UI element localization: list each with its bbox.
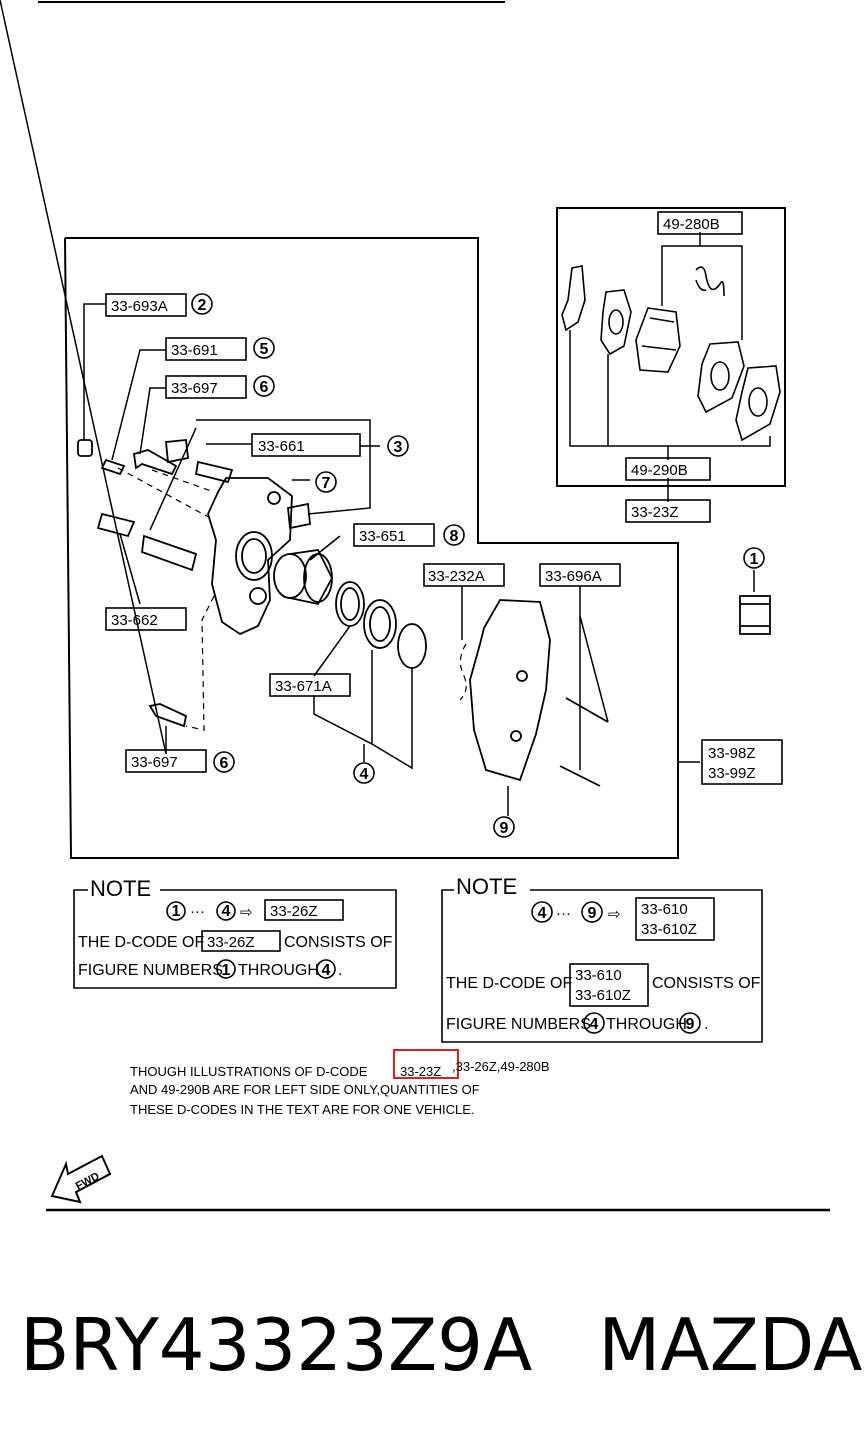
code-33-696a: 33-696A	[545, 568, 602, 585]
figure-number-6-upper: 6	[260, 379, 269, 396]
figure-number-7: 7	[322, 475, 331, 492]
footnote-line2: AND 49-290B ARE FOR LEFT SIDE ONLY,QUANT…	[130, 1082, 480, 1097]
brand-name: MAZDA	[598, 1303, 863, 1387]
pad-kit-leaders	[569, 232, 771, 502]
code-49-280b: 49-280B	[663, 216, 720, 233]
note-right-line2-mid: THROUGH	[606, 1016, 687, 1033]
code-33-697-upper: 33-697	[171, 380, 218, 397]
part-footer: BRY43323Z9A MAZDA	[20, 1300, 863, 1390]
figure-number-2: 2	[198, 297, 207, 314]
note-right-range-from: 4	[538, 905, 547, 922]
note-right-title: NOTE	[456, 874, 517, 899]
highlight-box	[393, 1049, 459, 1079]
figure-number-4: 4	[360, 766, 369, 783]
code-33-693a: 33-693A	[111, 298, 168, 315]
note-left-code: 33-26Z	[270, 903, 318, 920]
note-left-title: NOTE	[90, 876, 151, 901]
note-right-code-b: 33-610Z	[641, 921, 697, 938]
caliper-body-group	[77, 439, 771, 787]
code-33-662: 33-662	[111, 612, 158, 629]
note-left-line1-suffix: CONSISTS OF	[284, 934, 393, 951]
assembly-dashes	[117, 467, 467, 731]
note-right-line2-to: 9	[686, 1016, 695, 1033]
note-right-line1-code-b: 33-610Z	[575, 987, 631, 1004]
caliper-leaders	[0, 0, 755, 816]
note-left-line2-to: 4	[322, 962, 331, 979]
code-33-23z: 33-23Z	[631, 504, 679, 521]
pad-kit-frame	[556, 207, 786, 487]
part-number: BRY43323Z9A	[20, 1303, 533, 1387]
code-33-661: 33-661	[258, 438, 305, 455]
note-left-line1-code: 33-26Z	[207, 934, 255, 951]
note-left-line1-prefix: THE D-CODE OF	[78, 934, 204, 951]
fwd-label: FWD	[74, 1170, 102, 1192]
code-33-651: 33-651	[359, 528, 406, 545]
code-33-99z: 33-99Z	[708, 765, 756, 782]
note-right-code-a: 33-610	[641, 901, 688, 918]
code-33-691: 33-691	[171, 342, 218, 359]
figure-number-9: 9	[500, 820, 509, 837]
footnote-line1-a: THOUGH ILLUSTRATIONS OF D-CODE	[130, 1064, 368, 1079]
note-left-line2-end: .	[338, 962, 342, 979]
note-right-arrow: ⇨	[608, 906, 621, 923]
note-left-range-to: 4	[222, 903, 231, 920]
code-49-290b: 49-290B	[631, 462, 688, 479]
note-left-box	[73, 889, 397, 989]
note-right-line2-from: 4	[590, 1016, 599, 1033]
pad-kit-group	[561, 265, 781, 442]
figure-number-3: 3	[394, 439, 403, 456]
figure-number-circles	[191, 293, 765, 838]
note-right-line2-prefix: FIGURE NUMBERS	[446, 1016, 591, 1033]
note-left-range-from: 1	[172, 903, 181, 920]
footnote-line3: THESE D-CODES IN THE TEXT ARE FOR ONE VE…	[130, 1102, 475, 1117]
code-33-671a: 33-671A	[275, 678, 332, 695]
code-33-232a: 33-232A	[428, 568, 485, 585]
caliper-assembly-frame	[64, 237, 679, 859]
fwd-arrow-icon: FWD	[50, 1154, 112, 1204]
note-right-box	[441, 889, 763, 1043]
code-33-98z: 33-98Z	[708, 745, 756, 762]
code-labels	[105, 211, 783, 785]
note-right-line1-code-a: 33-610	[575, 967, 622, 984]
note-left-line2-mid: THROUGH	[238, 962, 319, 979]
figure-number-5: 5	[260, 341, 269, 358]
note-right-range-to: 9	[588, 905, 597, 922]
footnote-line1-b: ,33-26Z,49-280B	[452, 1059, 550, 1074]
note-right-range-dots: ···	[556, 905, 571, 922]
note-right-line2-end: .	[704, 1016, 708, 1033]
note-left-range-dots: ···	[190, 903, 205, 920]
code-33-697-lower: 33-697	[131, 754, 178, 771]
figure-number-6-lower: 6	[220, 755, 229, 772]
note-left-line2-prefix: FIGURE NUMBERS	[78, 962, 223, 979]
footnote-highlight-code: 33-23Z	[400, 1064, 441, 1079]
figure-number-1: 1	[750, 551, 759, 568]
figure-number-8: 8	[450, 528, 459, 545]
note-left-line2-from: 1	[222, 962, 231, 979]
note-right-line1-suffix: CONSISTS OF	[652, 975, 761, 992]
note-left-arrow: ⇨	[240, 904, 253, 921]
note-right-line1-prefix: THE D-CODE OF	[446, 975, 572, 992]
